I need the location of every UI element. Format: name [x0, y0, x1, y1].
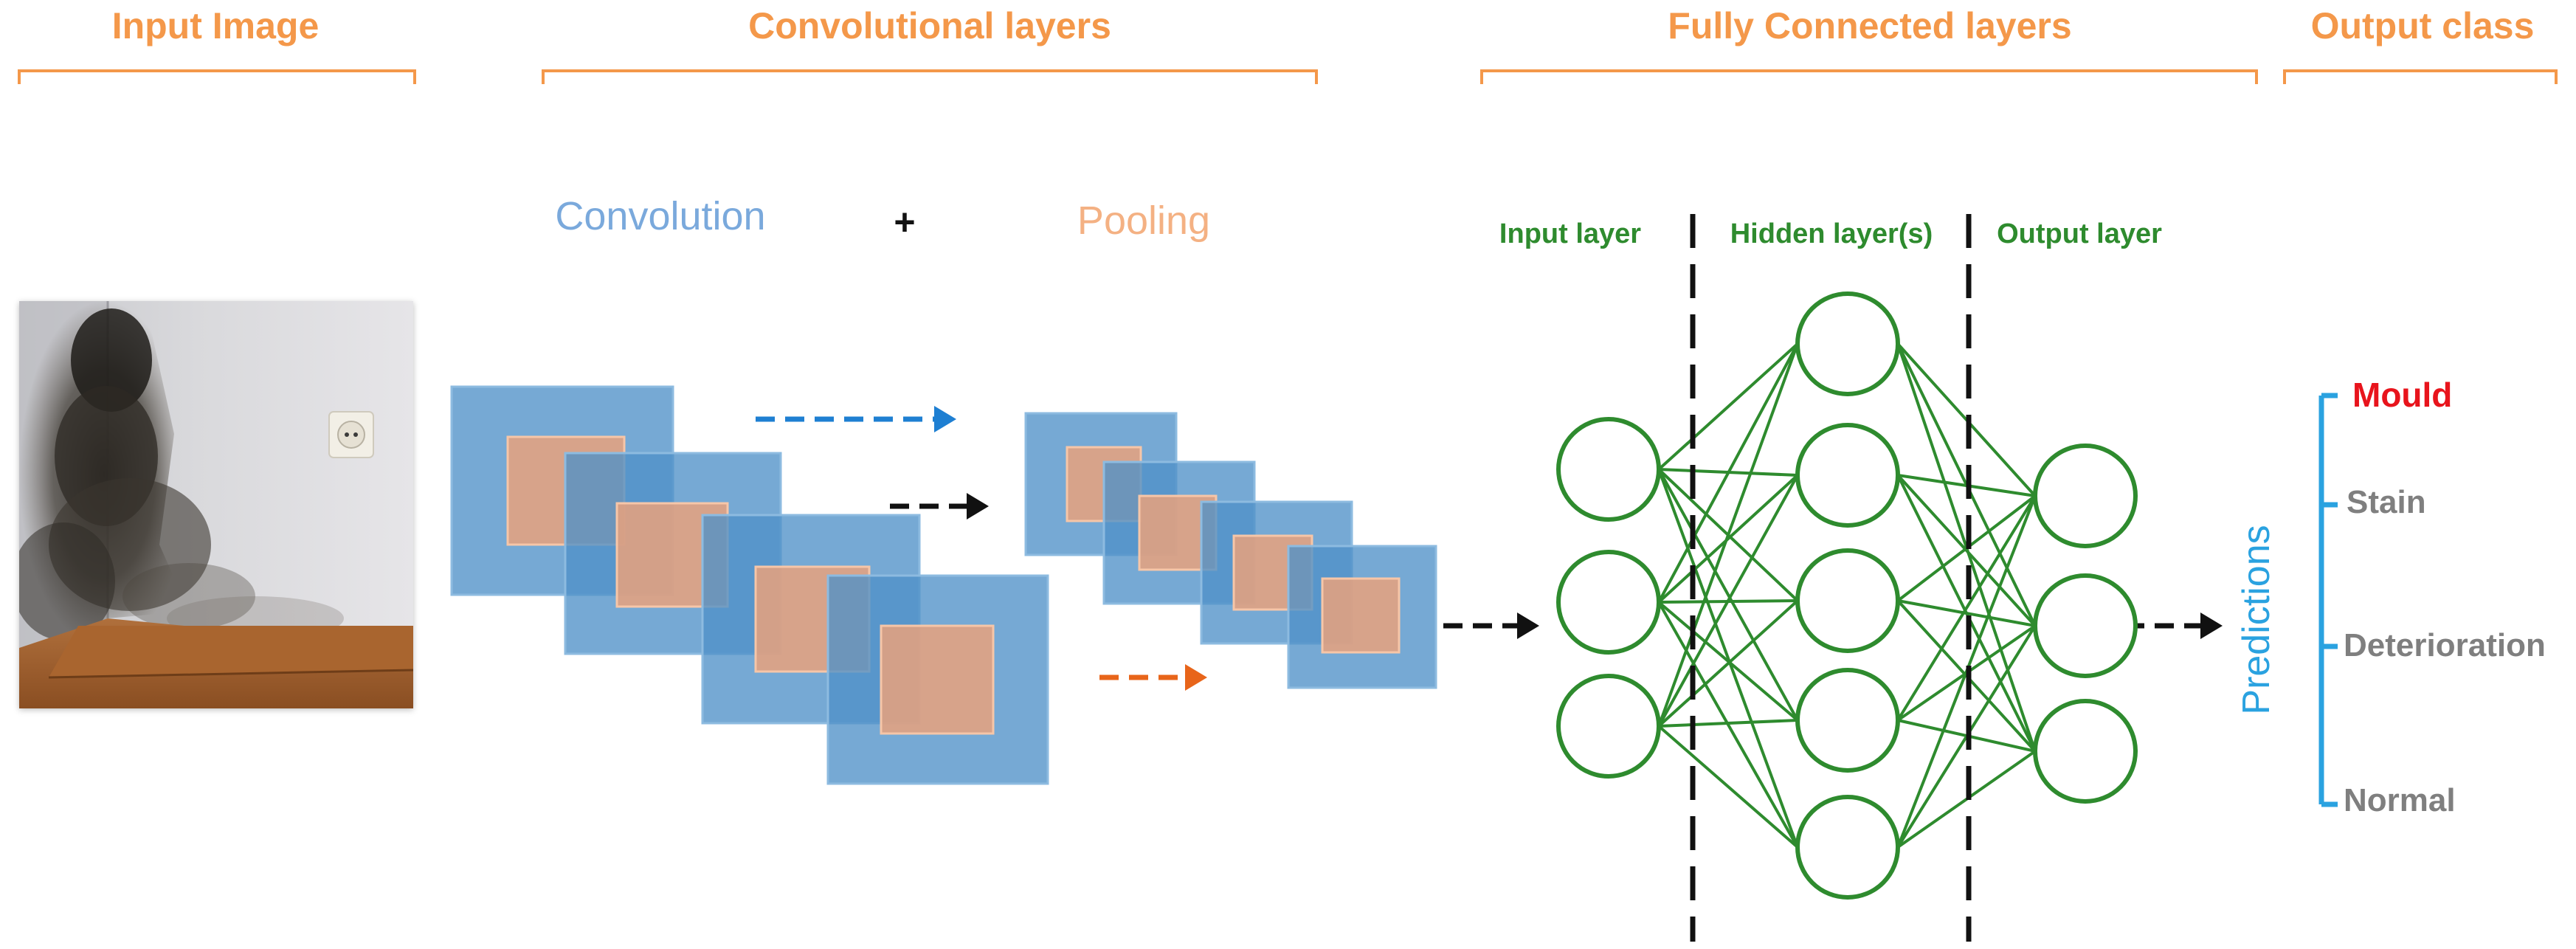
class-label-deterioration: Deterioration	[2344, 627, 2546, 663]
class-label-stain: Stain	[2347, 484, 2426, 520]
hidden-neuron-1	[1795, 291, 1900, 396]
plus-label: +	[894, 201, 916, 243]
hidden-neuron-3	[1795, 548, 1900, 653]
edge-input-1-hidden-1	[1657, 342, 1799, 471]
hidden-neuron-2	[1795, 423, 1900, 528]
predictions-bracket	[2318, 393, 2338, 807]
output-neuron-3	[2033, 699, 2138, 804]
edge-input-1-hidden-5	[1657, 469, 1799, 848]
edge-hidden-3-output-2	[1897, 599, 2036, 627]
hidden-layer-label: Hidden layer(s)	[1730, 218, 1933, 249]
class-label-mould: Mould	[2352, 376, 2453, 414]
output-layer-label: Output layer	[1997, 218, 2162, 249]
edge-input-2-hidden-1	[1657, 343, 1799, 603]
input-neuron-3	[1556, 674, 1661, 779]
edge-input-3-hidden-1	[1657, 343, 1799, 727]
input-layer-label: Input layer	[1499, 218, 1642, 249]
pool-kernel-4	[1321, 577, 1401, 654]
section-title-output-class: Output class	[2310, 5, 2535, 46]
section-title-convolutional-layers: Convolutional layers	[748, 5, 1111, 46]
input-neuron-1	[1556, 417, 1661, 522]
predictions-label: Predictions	[2235, 525, 2278, 715]
edge-input-3-hidden-5	[1657, 725, 1799, 849]
output-neuron-2	[2033, 573, 2138, 678]
bracket-fully-connected-layers	[1480, 69, 2258, 84]
mould-wall-photo	[19, 301, 413, 708]
conv-kernel-4	[880, 624, 995, 735]
hidden-neuron-5	[1795, 795, 1900, 900]
bracket-output-class	[2283, 69, 2558, 84]
black-dashed-arrow-to-network	[1443, 612, 1539, 639]
convolution-label: Convolution	[555, 194, 766, 238]
class-label-normal: Normal	[2344, 782, 2456, 818]
edge-input-3-hidden-2	[1657, 475, 1799, 727]
orange-dashed-arrow	[1099, 664, 1207, 691]
section-title-input-image: Input Image	[111, 5, 320, 46]
edge-hidden-2-output-2	[1896, 474, 2037, 627]
flow-arrows	[756, 406, 2223, 691]
network-neurons	[1556, 291, 2138, 900]
edge-input-1-hidden-4	[1657, 469, 1799, 721]
bracket-input-image	[18, 69, 416, 84]
layer-dividers	[1690, 214, 1972, 942]
section-title-fully-connected-layers: Fully Connected layers	[1668, 5, 2072, 46]
convolution-feature-maps	[450, 385, 1049, 785]
bracket-convolutional-layers	[542, 69, 1318, 84]
edge-input-3-hidden-3	[1657, 599, 1799, 728]
input-neuron-2	[1556, 550, 1661, 655]
output-neuron-1	[2033, 444, 2138, 548]
pooling-feature-maps	[1024, 412, 1437, 689]
edge-input-2-hidden-4	[1657, 601, 1799, 722]
edge-input-3-hidden-4	[1658, 719, 1798, 728]
hidden-neuron-4	[1795, 668, 1900, 773]
black-dashed-arrow-to-output	[2125, 612, 2223, 639]
pooling-label: Pooling	[1077, 199, 1211, 243]
edge-hidden-4-output-1	[1896, 494, 2037, 722]
black-dashed-arrow-conv	[890, 493, 989, 520]
blue-dashed-arrow	[756, 406, 956, 432]
